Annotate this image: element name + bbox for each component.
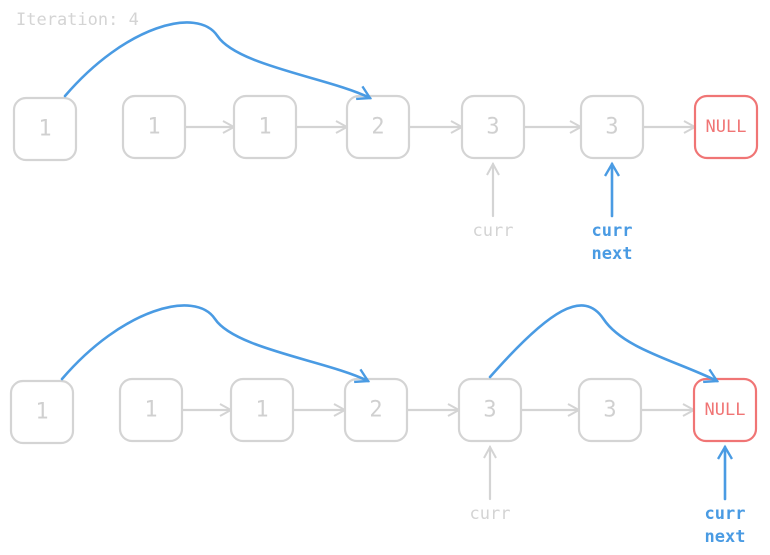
- node-value: NULL: [706, 117, 747, 137]
- node-value: 1: [35, 400, 48, 425]
- pointer-label: curr: [705, 504, 746, 524]
- node-value: 3: [605, 115, 618, 140]
- pointer-label: curr: [473, 221, 514, 241]
- list-node: [232, 94, 298, 160]
- list-node: [579, 94, 645, 160]
- list-node: [9, 379, 75, 445]
- node-value: 1: [38, 117, 51, 142]
- node-value: 1: [255, 398, 268, 423]
- iteration-label: Iteration: 4: [16, 10, 139, 30]
- null-node: [693, 94, 759, 160]
- skip-arrow: [488, 304, 717, 381]
- skip-arrow: [63, 21, 370, 99]
- list-node: [229, 377, 295, 443]
- node-value: 2: [371, 115, 384, 140]
- list-node: [343, 377, 409, 443]
- list-node: [460, 94, 526, 160]
- node-value: 1: [147, 115, 160, 140]
- pointer-label: curr: [470, 504, 511, 524]
- list-node: [345, 94, 411, 160]
- node-value: NULL: [705, 400, 746, 420]
- list-node: [118, 377, 184, 443]
- pointer-label: next: [705, 527, 746, 547]
- node-value: 3: [603, 398, 616, 423]
- pointer-label: curr: [592, 221, 633, 241]
- node-value: 1: [258, 115, 271, 140]
- null-node: [692, 377, 758, 443]
- list-node: [12, 96, 78, 162]
- list-node: [577, 377, 643, 443]
- skip-arrow: [60, 304, 368, 382]
- node-value: 3: [486, 115, 499, 140]
- node-value: 3: [483, 398, 496, 423]
- node-value: 2: [369, 398, 382, 423]
- node-value: 1: [144, 398, 157, 423]
- list-node: [121, 94, 187, 160]
- pointer-label: next: [592, 244, 633, 264]
- list-node: [457, 377, 523, 443]
